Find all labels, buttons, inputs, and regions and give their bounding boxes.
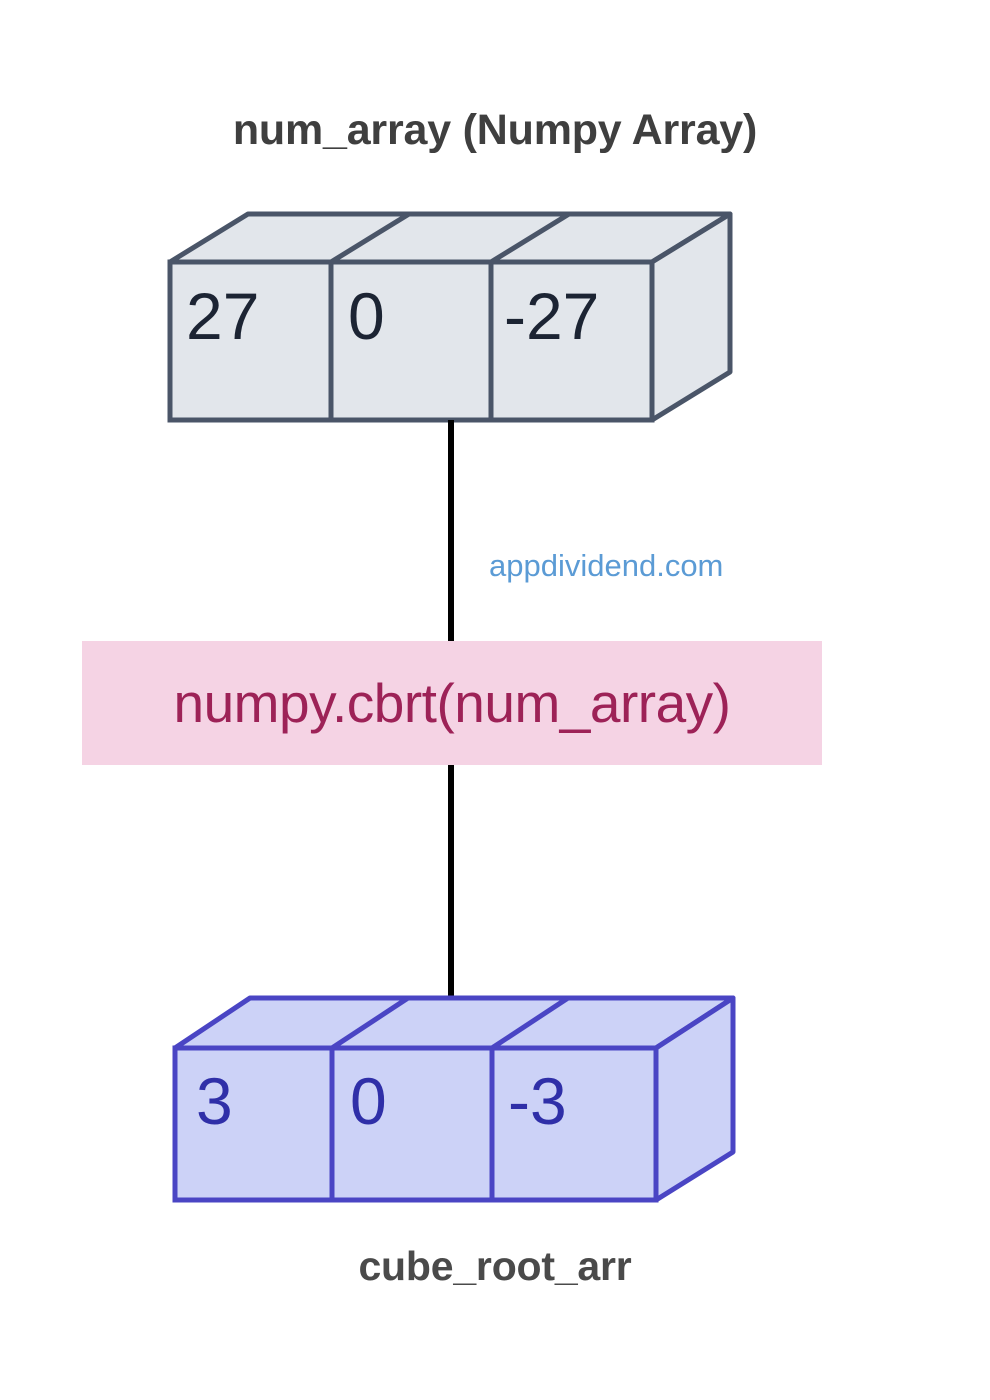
output-array-title: cube_root_arr bbox=[358, 1243, 632, 1289]
input-array-box bbox=[167, 211, 733, 423]
output-array-cell-0: 3 bbox=[196, 1064, 233, 1138]
output-array-top-divider-1 bbox=[330, 995, 410, 1051]
input-array-top-divider-2 bbox=[489, 211, 571, 265]
input-array-top-divider-1 bbox=[329, 211, 411, 265]
output-array-box bbox=[172, 995, 736, 1203]
output-array-top-face bbox=[172, 995, 736, 1051]
watermark: appdividend.com bbox=[489, 548, 724, 583]
input-array-cell-2: -27 bbox=[504, 279, 600, 353]
input-array-front-face bbox=[167, 259, 655, 423]
input-array-top-face bbox=[167, 211, 733, 265]
output-array-top-divider-2 bbox=[490, 995, 570, 1051]
output-array-cell-2: -3 bbox=[508, 1064, 567, 1138]
operation-box: numpy.cbrt(num_array) bbox=[82, 641, 822, 765]
input-array-cell-0: 27 bbox=[186, 279, 260, 353]
output-array-cell-1: 0 bbox=[350, 1064, 387, 1138]
input-array-cell-1: 0 bbox=[348, 279, 385, 353]
output-array-front-face bbox=[172, 1045, 659, 1203]
operation-label: numpy.cbrt(num_array) bbox=[173, 672, 731, 734]
page-title: num_array (Numpy Array) bbox=[232, 106, 758, 154]
